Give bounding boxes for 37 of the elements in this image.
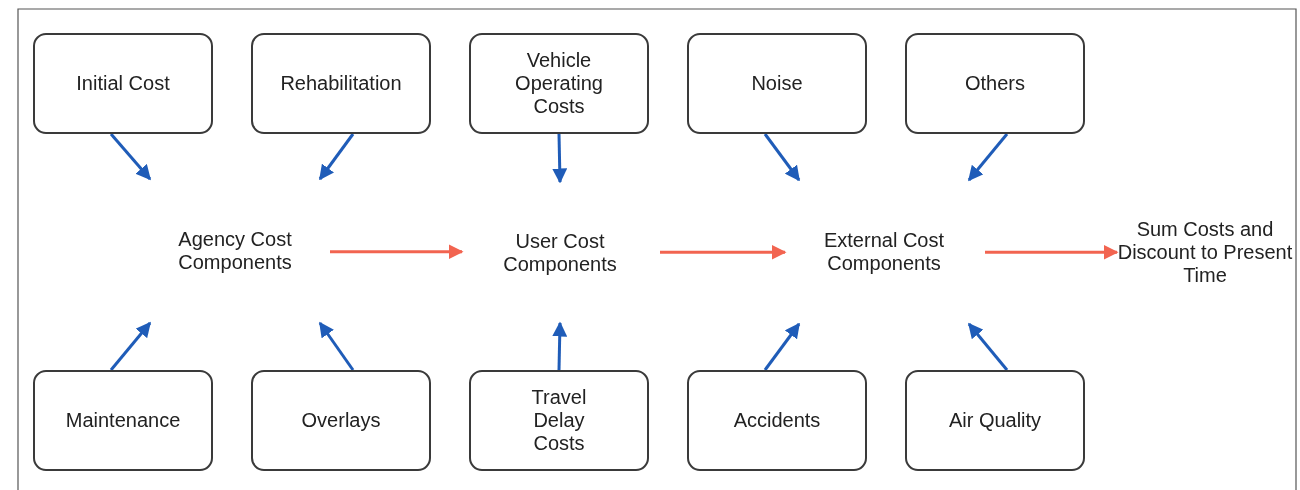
cost-box	[251, 370, 431, 471]
arrow	[967, 133, 1009, 182]
cost-box	[687, 370, 867, 471]
cost-box	[469, 370, 649, 471]
cost-box	[469, 33, 649, 134]
arrow	[985, 244, 1119, 260]
arrow	[109, 133, 152, 181]
box-label: Air Quality	[948, 409, 1042, 432]
box-label: Maintenance	[65, 409, 181, 432]
box-label: Rehabilitation	[280, 72, 402, 95]
arrow	[967, 322, 1009, 371]
component-label: Sum Costs and Discount to Present Time	[1117, 218, 1293, 287]
arrow	[552, 321, 568, 371]
cost-box	[33, 33, 213, 134]
arrow	[318, 321, 355, 371]
cost-box	[687, 33, 867, 134]
component-label: Agency Cost Components	[177, 228, 293, 274]
arrow	[763, 322, 801, 371]
arrow	[109, 321, 152, 371]
cost-box	[905, 370, 1085, 471]
arrow	[660, 244, 787, 260]
cost-box	[251, 33, 431, 134]
box-label: Noise	[751, 72, 803, 95]
box-label: Others	[965, 72, 1025, 95]
arrow	[330, 244, 464, 260]
box-label: Overlays	[301, 409, 381, 432]
component-label: User Cost Components	[502, 229, 618, 276]
box-label: Accidents	[733, 409, 821, 432]
box-label: Initial Cost	[76, 72, 170, 95]
cost-box	[905, 33, 1085, 134]
box-label: Vehicle Operating Costs	[514, 49, 604, 118]
arrow	[763, 133, 801, 182]
component-label: External Cost Components	[822, 229, 946, 275]
arrow	[318, 133, 355, 181]
cost-box	[33, 370, 213, 471]
box-label: Travel Delay Costs	[530, 386, 588, 455]
arrow	[552, 133, 568, 184]
